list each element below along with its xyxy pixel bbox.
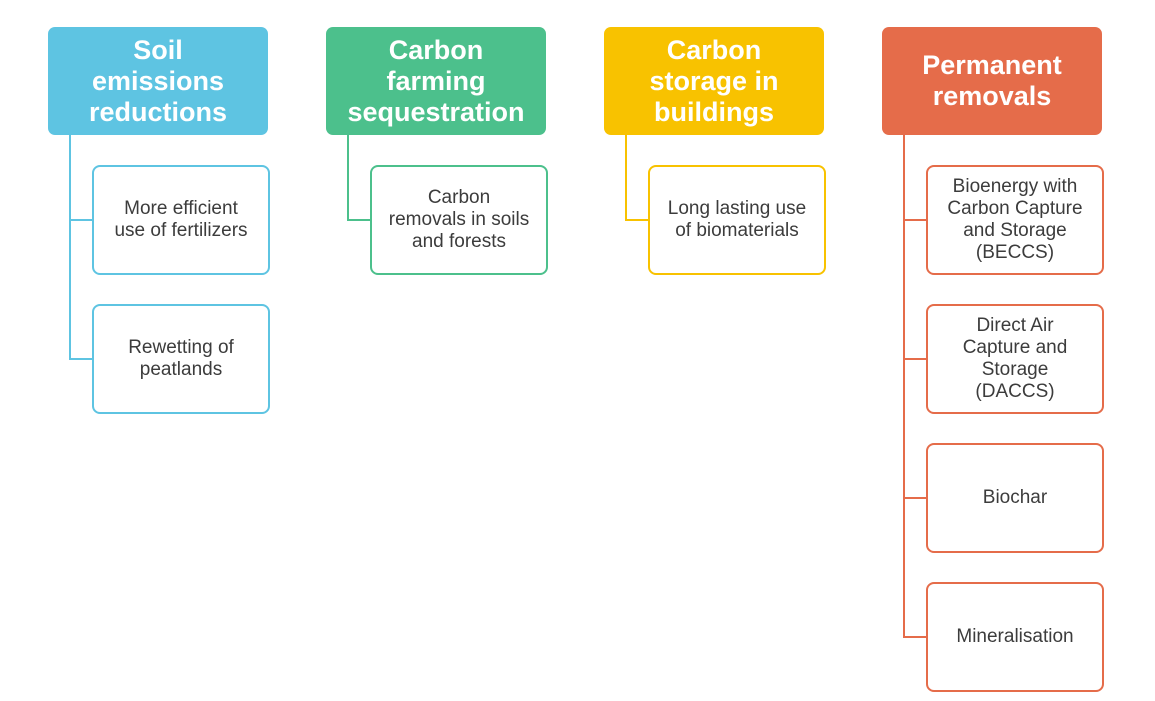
category-header-buildings: Carbon storage in buildings	[604, 27, 824, 135]
item-label: Carbon removals in soils and forests	[388, 187, 530, 252]
category-title: Soil emissions reductions	[88, 34, 228, 127]
item-label: More efficient use of fertilizers	[114, 198, 248, 241]
category-title: Permanent removals	[922, 50, 1062, 111]
connector-horizontal	[903, 497, 926, 499]
connector-vertical	[69, 135, 71, 360]
item-label: Biochar	[982, 487, 1048, 508]
connector-horizontal	[903, 636, 926, 638]
item-box: Direct Air Capture and Storage (DACCS)	[926, 304, 1104, 414]
connector-horizontal	[69, 358, 92, 360]
connector-horizontal	[69, 219, 92, 221]
connector-vertical	[347, 135, 349, 221]
category-title: Carbon farming sequestration	[347, 34, 525, 127]
connector-vertical	[903, 135, 905, 638]
item-label: Long lasting use of biomaterials	[667, 198, 807, 241]
category-title: Carbon storage in buildings	[649, 34, 779, 127]
category-header-removals: Permanent removals	[882, 27, 1102, 135]
category-header-farming: Carbon farming sequestration	[326, 27, 546, 135]
category-header-soil: Soil emissions reductions	[48, 27, 268, 135]
column-carbon-storage-in-buildings: Carbon storage in buildings Long lasting…	[604, 0, 844, 701]
item-box: Long lasting use of biomaterials	[648, 165, 826, 275]
connector-vertical	[625, 135, 627, 221]
item-label: Direct Air Capture and Storage (DACCS)	[962, 315, 1068, 402]
item-box: Rewetting of peatlands	[92, 304, 270, 414]
item-label: Mineralisation	[956, 626, 1074, 647]
item-label: Rewetting of peatlands	[128, 337, 234, 380]
item-box: Biochar	[926, 443, 1104, 553]
item-box: Bioenergy with Carbon Capture and Storag…	[926, 165, 1104, 275]
connector-horizontal	[625, 219, 648, 221]
column-carbon-farming-sequestration: Carbon farming sequestration Carbon remo…	[326, 0, 566, 701]
column-soil-emissions-reductions: Soil emissions reductions More efficient…	[48, 0, 288, 701]
item-label: Bioenergy with Carbon Capture and Storag…	[947, 176, 1083, 263]
connector-horizontal	[903, 219, 926, 221]
connector-horizontal	[903, 358, 926, 360]
item-box: Carbon removals in soils and forests	[370, 165, 548, 275]
connector-horizontal	[347, 219, 370, 221]
item-box: Mineralisation	[926, 582, 1104, 692]
column-permanent-removals: Permanent removals Bioenergy with Carbon…	[882, 0, 1122, 701]
item-box: More efficient use of fertilizers	[92, 165, 270, 275]
